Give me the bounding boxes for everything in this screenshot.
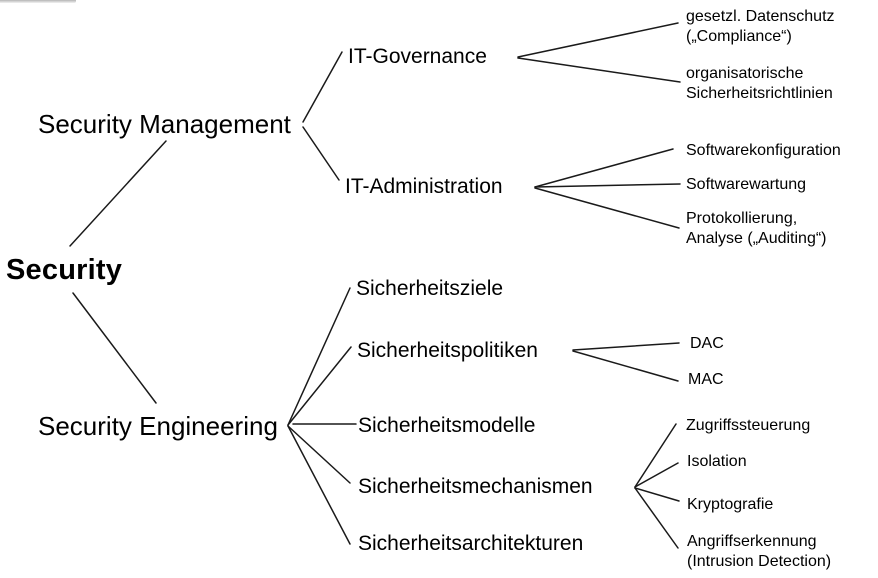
tree-node-label: Sicherheitsmechanismen [358, 475, 593, 498]
tree-node-protokollierung-analyse: Protokollierung, Analyse („Auditing“) [686, 209, 827, 249]
tree-node-kryptografie: Kryptografie [687, 495, 773, 515]
tree-edge-sicherheitsmechanismen-to-isolation [634, 462, 679, 488]
tree-node-label: Analyse („Auditing“) [686, 230, 827, 247]
tree-edge-sicherheitsmechanismen-to-zugriffssteuerung [634, 423, 677, 488]
tree-node-label: Softwarewartung [686, 176, 807, 193]
tree-edge-it-administration-to-softwarekonfiguration [534, 148, 674, 188]
tree-node-it-administration: IT-Administration [345, 176, 503, 198]
tree-edge-it-governance-to-gesetzl-datenschutz [517, 22, 679, 58]
tree-node-label: Zugriffssteuerung [686, 417, 811, 434]
tree-node-sicherheitsmodelle: Sicherheitsmodelle [358, 415, 535, 437]
tree-node-security-management: Security Management [38, 110, 291, 138]
tree-node-label: Security Engineering [38, 411, 278, 441]
tree-edge-security-engineering-to-sicherheitsziele [287, 287, 351, 426]
tree-node-sicherheitsarchitekturen: Sicherheitsarchitekturen [358, 533, 583, 555]
tree-node-label: Protokollierung, [686, 210, 798, 227]
tree-node-label: Security [6, 254, 123, 286]
tree-node-sicherheitspolitiken: Sicherheitspolitiken [357, 340, 538, 362]
tree-node-label: Sicherheitspolitiken [357, 339, 538, 362]
tree-edge-security-engineering-to-sicherheitsmechanismen [287, 425, 351, 484]
tree-node-label: IT-Governance [348, 45, 487, 68]
tree-node-label: Isolation [687, 453, 747, 470]
tree-node-label: Sicherheitsrichtlinien [686, 85, 833, 102]
tree-node-label: gesetzl. Datenschutz [686, 8, 835, 25]
tree-node-mac: MAC [688, 370, 724, 390]
tree-node-dac: DAC [690, 334, 724, 354]
tree-edge-security-to-security-engineering [72, 292, 157, 404]
tree-edge-it-administration-to-protokollierung-analyse [534, 187, 680, 229]
tree-edge-security-management-to-it-administration [302, 126, 340, 181]
tree-node-softwarekonfiguration: Softwarekonfiguration [686, 141, 841, 161]
tree-node-security: Security [6, 255, 122, 285]
tree-edge-sicherheitsmechanismen-to-kryptografie [634, 487, 680, 502]
tree-node-sicherheitsziele: Sicherheitsziele [356, 278, 503, 300]
tree-node-gesetzl-datenschutz: gesetzl. Datenschutz („Compliance“) [686, 7, 835, 47]
tree-edge-it-administration-to-softwarewartung [534, 183, 681, 188]
tree-edge-security-engineering-to-sicherheitspolitiken [287, 346, 352, 426]
tree-node-label: Sicherheitsmodelle [358, 414, 536, 437]
tree-edge-security-engineering-to-sicherheitsarchitekturen [287, 425, 351, 545]
tree-node-label: MAC [688, 371, 724, 388]
tree-node-security-engineering: Security Engineering [38, 412, 278, 440]
tree-edge-security-to-security-management [69, 140, 167, 247]
tree-edge-sicherheitsmechanismen-to-angriffserkennung [634, 487, 679, 549]
tree-node-label: Angriffserkennung [687, 533, 817, 550]
tree-node-softwarewartung: Softwarewartung [686, 175, 806, 195]
tree-node-it-governance: IT-Governance [348, 46, 487, 68]
tree-node-sicherheitsmechanismen: Sicherheitsmechanismen [358, 476, 593, 498]
tree-node-zugriffssteuerung: Zugriffssteuerung [686, 416, 810, 436]
tree-node-label: Security Management [38, 109, 291, 139]
tree-node-label: Sicherheitsarchitekturen [358, 532, 584, 555]
tree-node-label: Kryptografie [687, 496, 774, 513]
tree-edge-sicherheitspolitiken-to-dac [572, 342, 680, 351]
tree-node-isolation: Isolation [687, 452, 747, 472]
tree-node-label: organisatorische [686, 65, 804, 82]
tree-edge-sicherheitspolitiken-to-mac [572, 350, 679, 382]
tree-node-angriffserkennung: Angriffserkennung (Intrusion Detection) [687, 532, 831, 572]
tree-node-label: DAC [690, 335, 724, 352]
tree-edge-it-governance-to-organisatorische-richtlinien [517, 57, 681, 83]
tree-edge-security-management-to-it-governance [302, 51, 343, 123]
tree-node-label: („Compliance“) [686, 28, 792, 45]
tree-node-label: Sicherheitsziele [356, 277, 504, 300]
top-edge-artifact [0, 0, 76, 3]
tree-node-label: (Intrusion Detection) [687, 553, 832, 570]
tree-node-label: Softwarekonfiguration [686, 142, 841, 159]
tree-node-label: IT-Administration [345, 175, 503, 198]
